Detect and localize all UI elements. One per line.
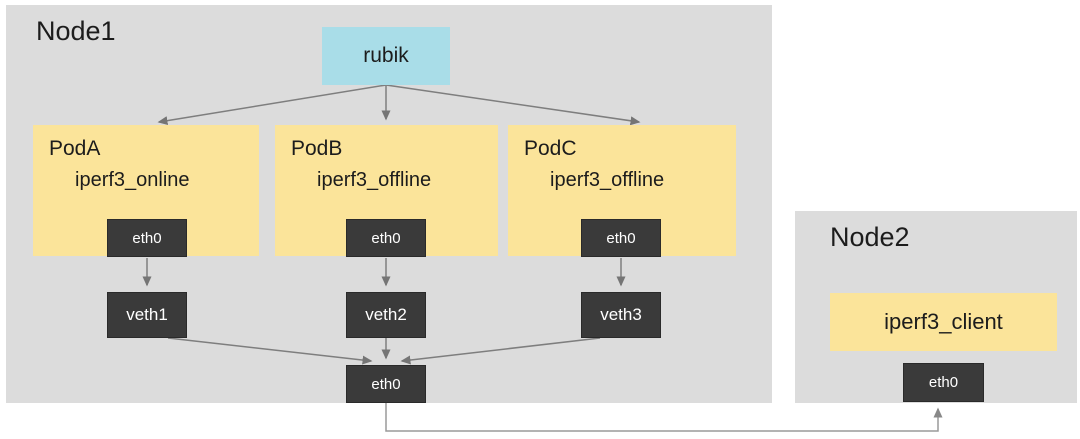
veth2-interface: veth2 [346,292,426,338]
pod-a-eth0-interface: eth0 [107,219,187,257]
pod-a-title: PodA [49,137,101,160]
pod-c-title: PodC [524,137,577,160]
pod-a-workload: iperf3_online [75,169,190,192]
veth3-interface: veth3 [581,292,661,338]
veth1-interface: veth1 [107,292,187,338]
pod-c-eth0-interface: eth0 [581,219,661,257]
pod-c-workload: iperf3_offline [550,169,665,192]
pod-b-eth0-interface: eth0 [346,219,426,257]
iperf3-client-label: iperf3_client [884,309,1003,334]
node2-eth0-interface: eth0 [903,363,984,402]
edge-node1-bridge-node2-eth0 [385,403,943,432]
pod-b-title: PodB [291,137,343,160]
rubik-label: rubik [363,44,409,67]
rubik-box: rubik [322,27,450,85]
node2-title: Node2 [830,222,910,252]
node1-title: Node1 [36,16,116,46]
pod-b-workload: iperf3_offline [317,169,432,192]
iperf3-client-box: iperf3_client [830,293,1057,351]
node1-host-eth0-interface: eth0 [346,365,426,403]
